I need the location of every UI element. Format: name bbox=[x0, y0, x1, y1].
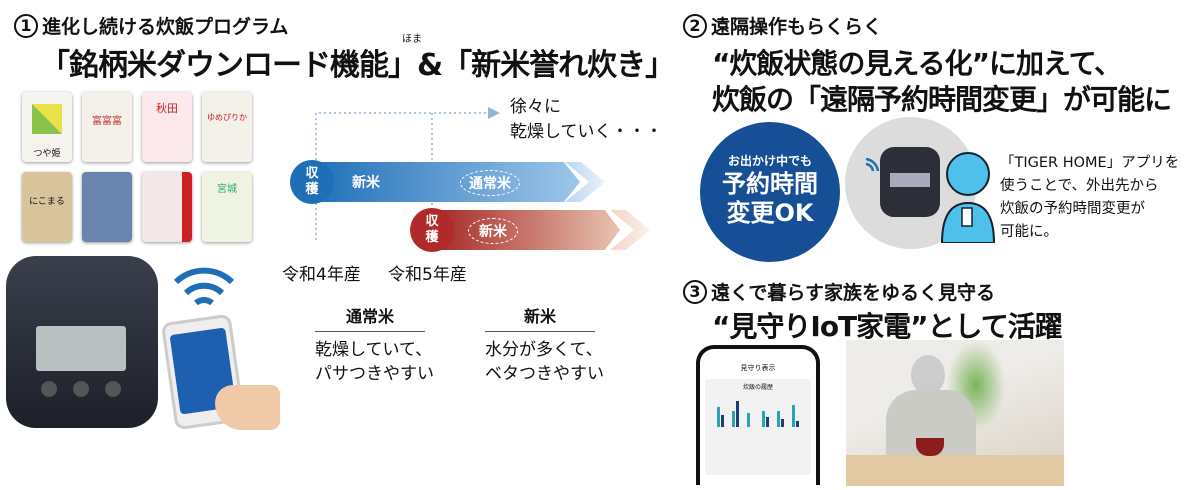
new-rice-arrow bbox=[430, 210, 620, 250]
remote-reservation-badge: お出かけ中でも 予約時間 変更OK bbox=[700, 122, 840, 262]
harvest-badge-red: 収穫 bbox=[410, 208, 454, 252]
app-card-title: 炊飯の履歴 bbox=[742, 384, 773, 391]
section-number: 3 bbox=[683, 280, 707, 304]
rice-bag: にこまる bbox=[22, 172, 72, 242]
ruby-text: ほま bbox=[402, 34, 422, 45]
rice-bag: 宮城 bbox=[202, 172, 252, 242]
rice-bag: つや姫 bbox=[22, 92, 72, 162]
section2-title-line2: 炊飯の「遠隔予約時間変更」が可能に bbox=[712, 83, 1172, 116]
section-number: 2 bbox=[683, 14, 707, 38]
rice-bag: ゆめぴりか bbox=[202, 92, 252, 162]
elderly-woman-photo bbox=[846, 340, 1064, 486]
regular-rice-arrow bbox=[310, 162, 580, 202]
section-number: 1 bbox=[14, 14, 38, 38]
comparison-regular: 通常米 乾燥していて、 パサつきやすい bbox=[315, 303, 434, 386]
rice-cooker-image bbox=[6, 256, 158, 428]
year-label: 令和5年産 bbox=[388, 265, 467, 285]
drying-note: 徐々に乾燥していく・・・ bbox=[510, 97, 663, 142]
dotted-guides bbox=[315, 107, 500, 240]
new-rice-label: 新米 bbox=[468, 218, 518, 244]
rice-bag: 秋田 bbox=[142, 92, 192, 162]
wifi-icon bbox=[865, 157, 880, 172]
year-label: 令和4年産 bbox=[282, 265, 361, 285]
rice-bag bbox=[82, 172, 132, 242]
tiger-home-description: 「TIGER HOME」アプリを使うことで、外出先から炊飯の予約時間変更が可能に… bbox=[1000, 155, 1180, 240]
rice-bag bbox=[142, 172, 192, 242]
regular-rice-label: 通常米 bbox=[460, 170, 520, 196]
section1-title: 「銘柄米ダウンロード機能」&「新米誉れ炊き」 bbox=[40, 48, 675, 83]
rice-bag: 富富富 bbox=[82, 92, 132, 162]
section2-title-line1: “炊飯状態の見える化”に加えて、 bbox=[712, 47, 1122, 80]
harvest-badge-blue: 収穫 bbox=[290, 160, 334, 204]
new-rice-label: 新米 bbox=[352, 175, 380, 191]
usage-bar-chart bbox=[717, 401, 799, 427]
hand-image bbox=[215, 385, 280, 430]
comparison-new: 新米 水分が多くて、 ベタつきやすい bbox=[485, 303, 604, 386]
app-title: 見守り表示 bbox=[740, 364, 776, 372]
cooker-display bbox=[36, 326, 126, 371]
wifi-icon bbox=[173, 267, 235, 306]
app-screenshot: 見守り表示 炊飯の履歴 bbox=[696, 345, 820, 485]
person-with-phone-icon bbox=[940, 152, 996, 243]
section3-title: “見守りIoT家電”として活躍 bbox=[712, 310, 1063, 343]
